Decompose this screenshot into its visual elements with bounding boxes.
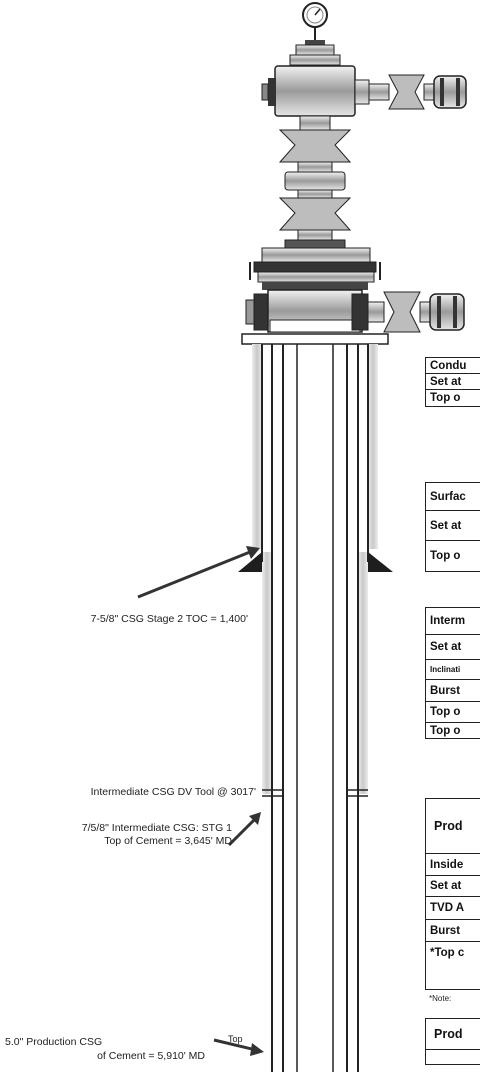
production-note: *Note:	[429, 994, 452, 1003]
conductor-row: Set at	[426, 374, 480, 390]
production-row: Set at	[426, 876, 480, 897]
christmas-tree	[261, 44, 370, 117]
production-row: Prod	[426, 799, 480, 854]
pressure-gauge-icon	[302, 2, 328, 45]
stg1-toc-arrow	[227, 812, 261, 847]
production2-row-empty	[426, 1050, 480, 1063]
intermediate-row: Top o	[426, 702, 480, 723]
production-row: TVD A	[426, 897, 480, 920]
prod-top-label: Top	[228, 1034, 243, 1044]
surface-row: Surfac	[426, 483, 480, 511]
production-toc-arrow	[213, 1038, 264, 1056]
stg1-label-line2: Top of Cement = 3,645' MD	[104, 835, 232, 847]
stg1-label-line1: 7/5/8" Intermediate CSG: STG 1	[81, 822, 232, 834]
conductor-row: Top o	[430, 392, 461, 404]
prod-csg-label-line1: 5.0" Production CSG	[5, 1036, 103, 1048]
wing-valve-icon	[368, 74, 467, 110]
intermediate-row: Set at	[426, 635, 480, 660]
tubing-head	[249, 239, 381, 290]
stage2-toc-label: 7-5/8" CSG Stage 2 TOC = 1,400'	[90, 613, 248, 625]
prod-csg-label-line2: of Cement = 5,910' MD	[97, 1050, 205, 1062]
casing-strings	[252, 344, 378, 1072]
intermediate-row: Top o	[430, 725, 461, 737]
intermediate-table: Interm Set at Inclinati Burst Top o Top …	[425, 607, 480, 739]
intermediate-row: Inclinati	[426, 660, 480, 680]
conductor-row: Condu	[426, 358, 480, 374]
surface-table: Surfac Set at Top o	[425, 482, 480, 572]
casing-head	[241, 289, 465, 345]
intermediate-row: Interm	[426, 608, 480, 635]
dv-tool-marker	[262, 789, 368, 797]
production-row: Burst	[426, 920, 480, 942]
production2-table: Prod	[425, 1018, 480, 1065]
production-row: *Top c	[430, 947, 465, 959]
dv-tool-label: Intermediate CSG DV Tool @ 3017'	[90, 786, 256, 798]
conductor-table: Condu Set at Top o	[425, 357, 480, 407]
stage2-toc-arrow	[137, 546, 260, 599]
surface-row: Top o	[430, 550, 461, 562]
master-valve-icon	[278, 115, 352, 241]
surface-row: Set at	[426, 511, 480, 541]
production-table: Prod Inside Set at TVD A Burst *Top c	[425, 798, 480, 990]
production-row: Inside	[426, 854, 480, 876]
surface-casing-shoe	[238, 552, 393, 572]
intermediate-row: Burst	[426, 680, 480, 702]
production2-row: Prod	[426, 1019, 480, 1050]
